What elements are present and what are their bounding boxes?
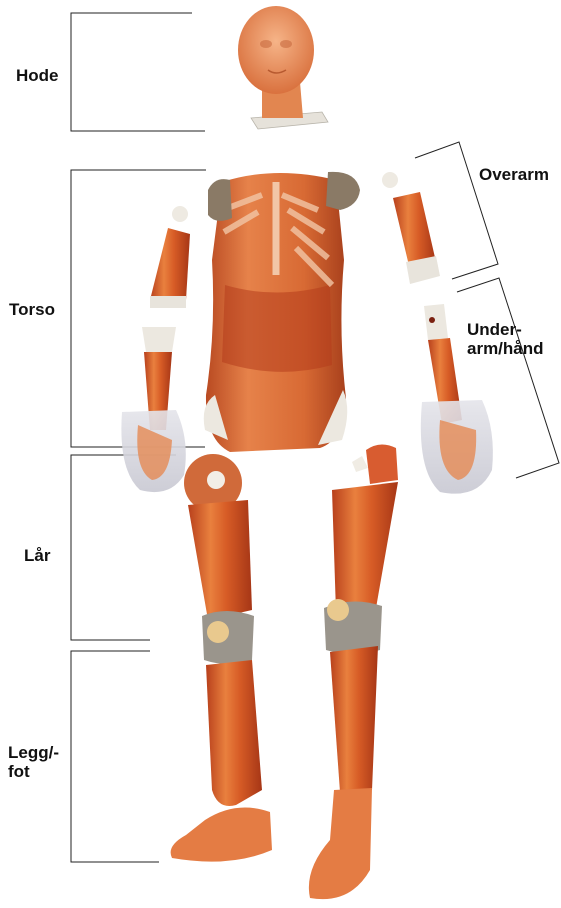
- label-torso: Torso: [9, 300, 55, 319]
- left-forearm-part: [121, 327, 185, 492]
- torso-part: [204, 172, 360, 452]
- right-leg-part: [309, 444, 398, 899]
- right-upper-arm-part: [382, 172, 440, 284]
- label-lower-leg-foot: Legg/- fot: [8, 743, 59, 781]
- left-leg-part: [171, 454, 272, 862]
- label-upper-arm: Overarm: [479, 165, 549, 184]
- head-part: [238, 6, 328, 129]
- label-head: Hode: [16, 66, 59, 85]
- label-thigh: Lår: [24, 546, 50, 565]
- bracket-head: [71, 13, 205, 131]
- left-upper-arm-part: [150, 206, 190, 308]
- bracket-lower-leg: [71, 651, 159, 862]
- label-forearm-hand: Under- arm/hånd: [467, 320, 544, 358]
